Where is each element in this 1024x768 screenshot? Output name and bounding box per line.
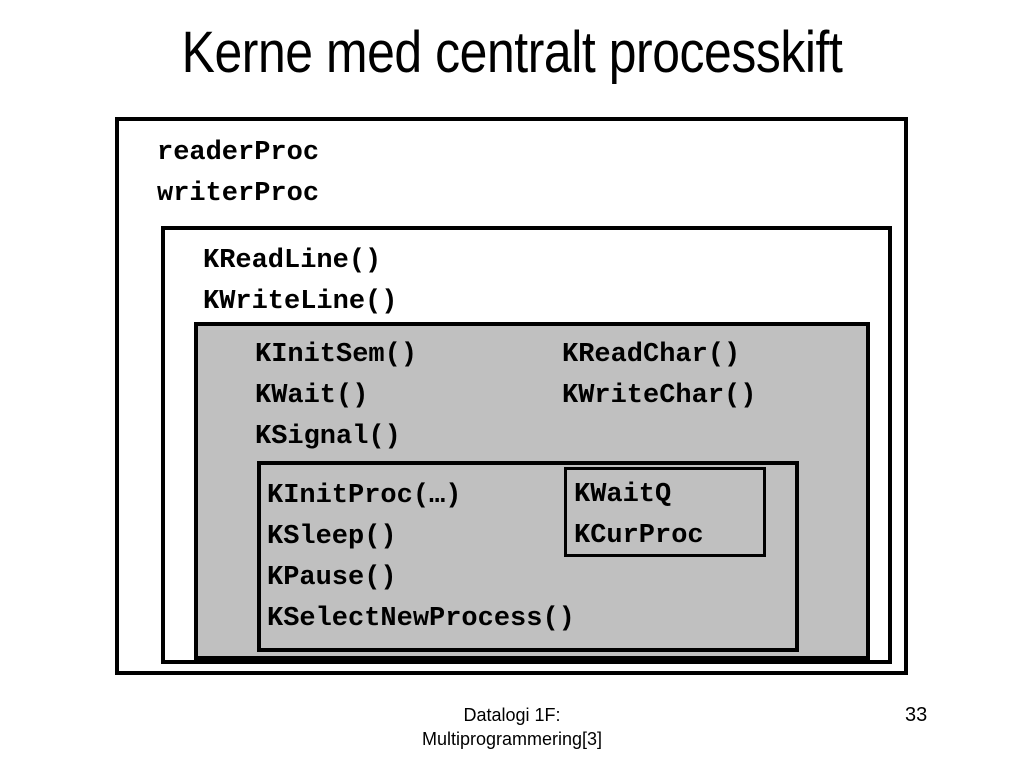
footer-line-1: Datalogi 1F: [463,705,561,725]
layer-kernel-variables: KWaitQ KCurProc [564,467,766,557]
footer-line-2: Multiprogrammering[3] [421,729,603,749]
list-item: KWait() [255,381,369,411]
page-title: Kerne med centralt processkift [181,20,843,85]
list-item: KReadChar() [562,340,741,370]
process-management-list: KInitProc(…) KSleep() KPause() KSelectNe… [267,476,575,640]
list-item: KWaitQ [574,480,672,510]
kernel-variable-list: KWaitQ KCurProc [574,475,704,557]
user-process-list: readerProc writerProc [157,133,319,215]
layer-line-io: KReadLine() KWriteLine() KInitSem() KWai… [161,226,892,664]
list-item: KReadLine() [203,246,382,276]
list-item: writerProc [157,179,320,209]
layer-semaphores-char-io: KInitSem() KWait() KSignal() KReadChar()… [194,322,870,660]
list-item: readerProc [157,138,320,168]
list-item: KInitProc(…) [267,481,462,511]
list-item: KInitSem() [255,340,418,370]
char-io-list: KReadChar() KWriteChar() [562,335,756,417]
list-item: KCurProc [574,521,704,551]
semaphore-list: KInitSem() KWait() KSignal() [255,335,417,458]
slide-page-number: 33 [905,704,928,726]
list-item: KSelectNewProcess() [267,604,575,634]
list-item: KPause() [267,563,397,593]
layer-user-processes: readerProc writerProc KReadLine() KWrite… [115,117,908,675]
layer-process-management: KInitProc(…) KSleep() KPause() KSelectNe… [257,461,799,652]
list-item: KSignal() [255,422,401,452]
list-item: KWriteChar() [562,381,757,411]
list-item: KSleep() [267,522,397,552]
slide-footer: Datalogi 1F: Multiprogrammering[3] [262,703,762,751]
list-item: KWriteLine() [203,287,398,317]
line-io-list: KReadLine() KWriteLine() [203,241,397,323]
